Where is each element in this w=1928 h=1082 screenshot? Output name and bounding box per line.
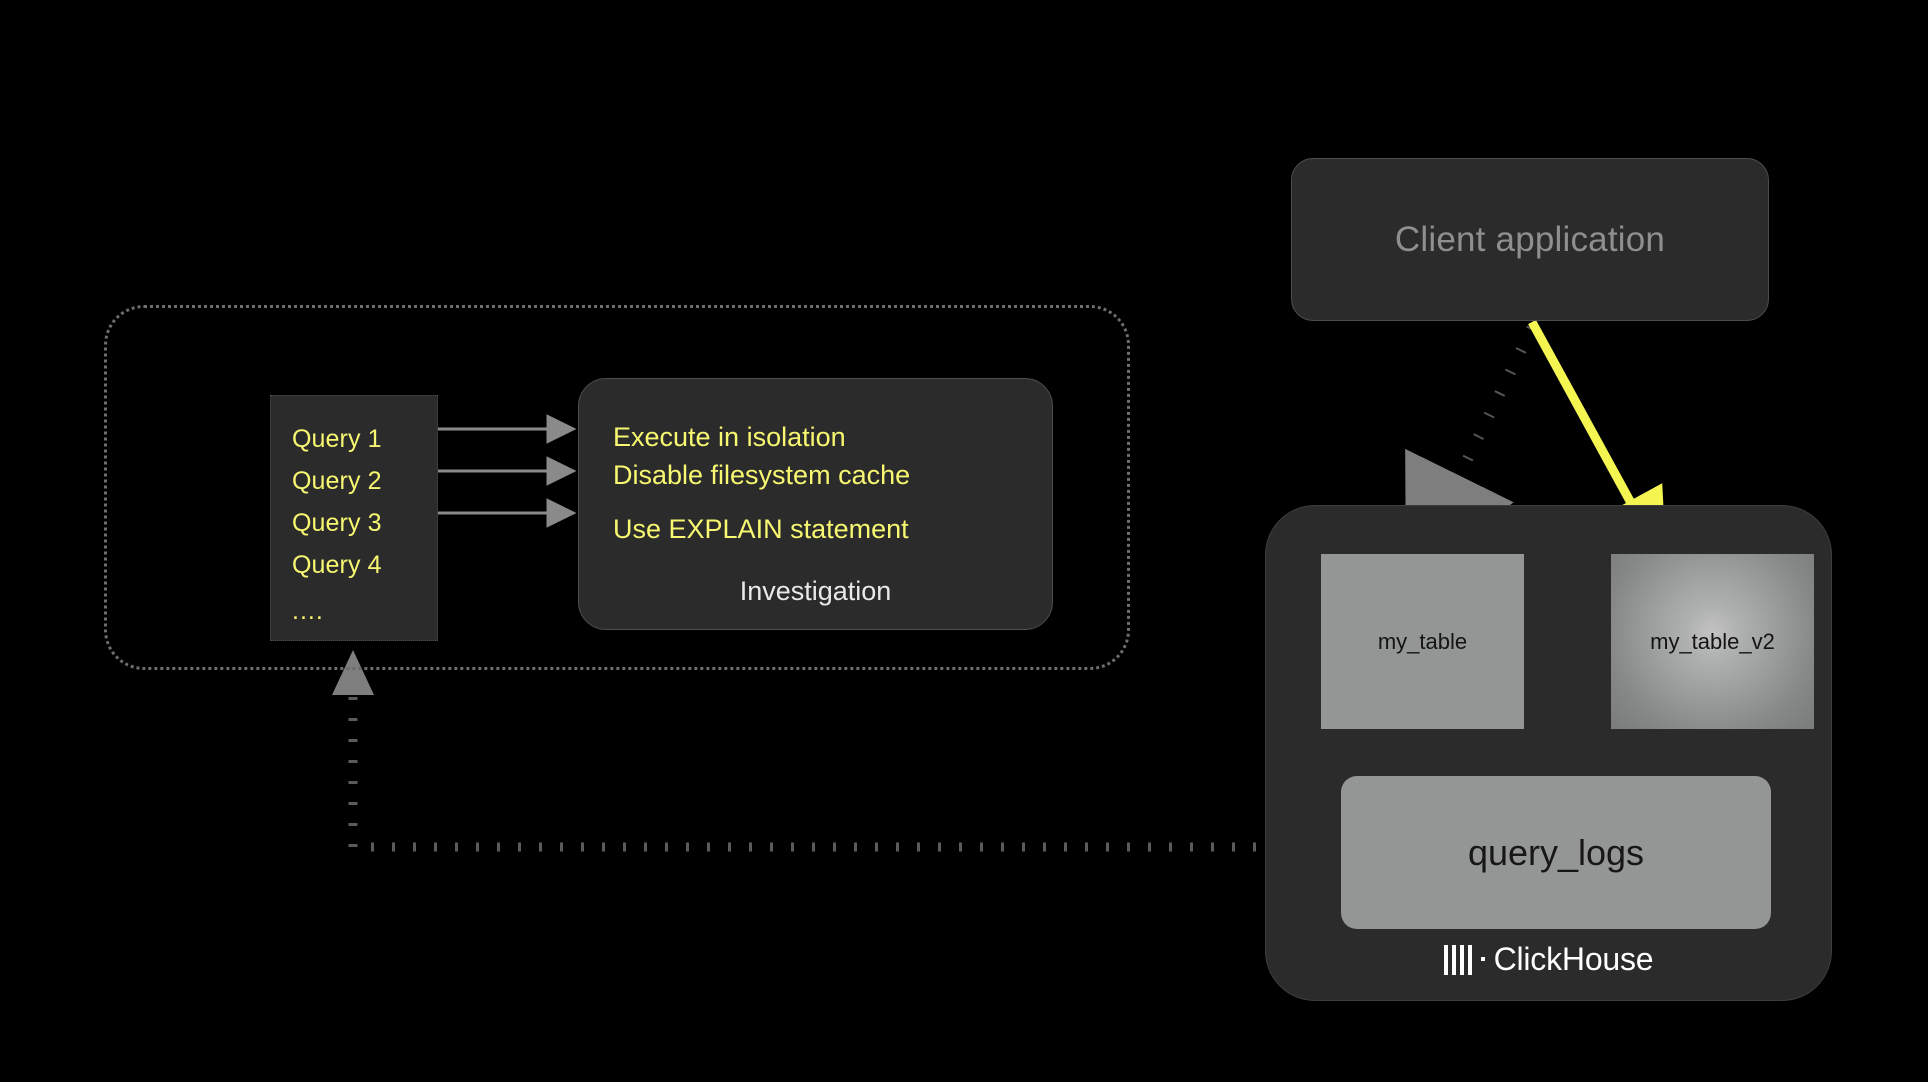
investigation-step: Execute in isolation (613, 422, 846, 452)
list-item[interactable]: Query 3 (292, 509, 382, 537)
clickhouse-logo-label: ClickHouse (1493, 941, 1654, 977)
table-my-table[interactable]: my_table (1321, 554, 1524, 729)
arrow-query-logs-to-query-panel (348, 680, 1340, 852)
investigation-box-caption: Investigation (739, 576, 892, 606)
arrow-client-to-my-table-v2 (1528, 319, 1667, 568)
investigation-step: Disable filesystem cache (613, 460, 911, 490)
table-my-table-v2[interactable]: my_table_v2 (1611, 554, 1814, 729)
client-application-label: Client application (1394, 219, 1666, 259)
list-item[interactable]: Query 2 (292, 467, 382, 495)
clickhouse-logo: ClickHouse (1266, 941, 1831, 978)
list-item[interactable]: Query 4 (292, 551, 382, 579)
investigation-region-boundary (104, 305, 1130, 670)
investigation-steps: Execute in isolation Disable filesystem … (613, 418, 1033, 548)
table-my-table-label: my_table (1377, 628, 1468, 654)
table-query-logs-label: query_logs (1467, 831, 1645, 873)
clickhouse-logo-dot-icon (1480, 957, 1485, 961)
table-query-logs[interactable]: query_logs (1341, 776, 1771, 929)
investigation-box: Execute in isolation Disable filesystem … (578, 378, 1053, 630)
arrow-client-to-my-table (1405, 325, 1537, 585)
client-application-box: Client application (1291, 158, 1769, 321)
list-item[interactable]: Query 1 (292, 425, 382, 453)
investigation-step: Use EXPLAIN statement (613, 514, 909, 544)
query-list-panel: Query 1 Query 2 Query 3 Query 4 .... (270, 395, 438, 641)
query-list-ellipsis: .... (292, 597, 324, 625)
clickhouse-container: my_table my_table_v2 query_logs ClickHou… (1265, 505, 1832, 1001)
clickhouse-logo-icon (1443, 944, 1472, 975)
table-my-table-v2-label: my_table_v2 (1650, 628, 1775, 654)
